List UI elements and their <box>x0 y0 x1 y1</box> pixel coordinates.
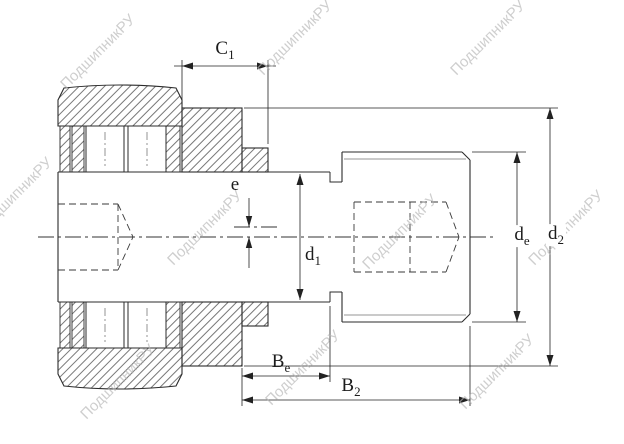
relief-groove <box>329 172 342 302</box>
dim-label-de: de <box>512 224 532 248</box>
dim-label-e: e <box>230 174 240 196</box>
thread-root-lines <box>344 158 466 316</box>
dim-label-be: Be <box>271 351 291 375</box>
outer-ring <box>57 84 183 390</box>
hidden-lines <box>58 201 460 273</box>
dim-label-d2: d2 <box>546 223 566 247</box>
threaded-section <box>341 151 471 323</box>
flange-collar <box>181 107 243 367</box>
dimension-lines <box>174 60 558 406</box>
dim-label-d1: d1 <box>303 244 323 268</box>
eccentric-bushing <box>241 147 269 327</box>
centerline <box>38 226 494 238</box>
dim-label-c1: C1 <box>215 38 235 62</box>
dimension-arrowheads <box>182 62 554 404</box>
roller-axes <box>104 132 148 342</box>
dim-label-b2: B2 <box>341 375 361 399</box>
